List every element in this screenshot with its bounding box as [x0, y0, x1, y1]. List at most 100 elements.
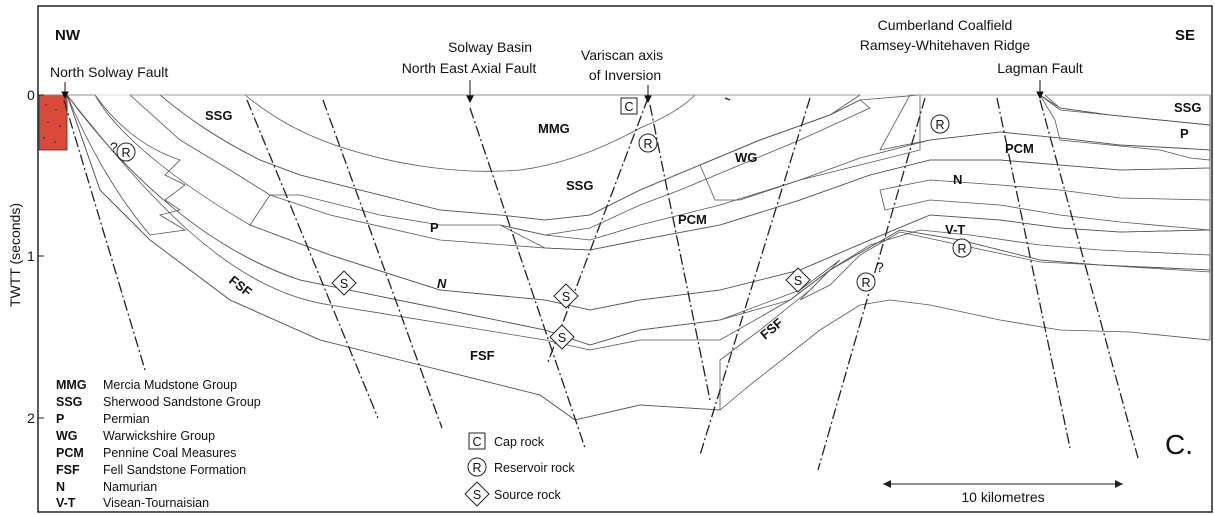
- unit-pcm-center: PCM: [678, 212, 707, 227]
- label-north-solway-fault: North Solway Fault: [50, 64, 168, 80]
- legend-name-wg: Warwickshire Group: [103, 429, 215, 443]
- unit-mmg: MMG: [538, 121, 570, 136]
- fault-variscan-east: [649, 104, 711, 401]
- key-reservoir-label: Reservoir rock: [494, 461, 575, 475]
- fault-3: [699, 97, 811, 456]
- legend-name-p: Permian: [103, 412, 150, 426]
- legend-name-pcm: Pennine Coal Measures: [103, 446, 236, 460]
- scale-bar: 10 kilometres: [883, 480, 1123, 505]
- layer-ssg: [158, 94, 862, 221]
- legend-abbr-p: P: [56, 412, 64, 426]
- reservoir-symbol-se-fsf: R: [856, 272, 876, 292]
- unit-pcm-ridge: PCM: [1005, 141, 1034, 156]
- y-tick-label-1: 1: [27, 248, 35, 264]
- legend-abbr-ssg: SSG: [56, 395, 82, 409]
- key-source-label: Source rock: [494, 488, 561, 502]
- svg-text:R: R: [643, 137, 652, 151]
- unit-ssg-center: SSG: [566, 178, 593, 193]
- layer-namurian-dark: [879, 179, 1211, 231]
- svg-text:R: R: [957, 242, 966, 256]
- unit-fsf-center: FSF: [470, 348, 495, 363]
- svg-text:C: C: [624, 100, 633, 114]
- label-variscan-axis-2: of Inversion: [589, 67, 661, 83]
- reservoir-symbol-ridge: R: [930, 114, 950, 134]
- key-source-icon: [464, 481, 490, 507]
- svg-text:R: R: [121, 146, 130, 160]
- unit-ssg-nw: SSG: [205, 108, 232, 123]
- label-ramsey-whitehaven-ridge: Ramsey-Whitehaven Ridge: [860, 37, 1031, 53]
- fault-north-east-axial: [469, 107, 586, 449]
- unit-n-center: N: [437, 276, 447, 291]
- reservoir-symbol-nw: R: [116, 142, 136, 162]
- layer-mmg: [243, 94, 696, 172]
- unit-question-nw: ?: [110, 139, 118, 155]
- source-symbol-se: S: [785, 267, 811, 293]
- direction-nw: NW: [55, 27, 81, 44]
- legend-name-vt: Visean-Tournaisian: [103, 496, 209, 510]
- key-source-letter: S: [473, 488, 481, 502]
- svg-text:S: S: [794, 274, 802, 288]
- scale-bar-label: 10 kilometres: [961, 489, 1044, 505]
- y-tick-label-2: 2: [27, 410, 35, 426]
- legend-name-n: Namurian: [103, 480, 157, 494]
- layer-vt-nw-tongue: [66, 94, 187, 236]
- panel-letter: C.: [1165, 429, 1193, 460]
- label-lagman-fault: Lagman Fault: [997, 60, 1083, 76]
- fault-variscan-west: [547, 97, 649, 363]
- legend-abbr-mmg: MMG: [56, 378, 87, 392]
- layer-vt-light: [66, 94, 1211, 346]
- legend-abbr-wg: WG: [56, 429, 78, 443]
- fault-5: [996, 97, 1071, 449]
- label-solway-basin: Solway Basin: [448, 39, 532, 55]
- unit-p-center: P: [430, 220, 439, 235]
- legend-name-ssg: Sherwood Sandstone Group: [103, 395, 261, 409]
- reservoir-symbol-center: R: [638, 133, 658, 153]
- svg-text:S: S: [340, 277, 348, 291]
- y-axis-label: TWTT (seconds): [7, 203, 23, 307]
- symbol-key: C Cap rock R Reservoir rock S Source roc…: [464, 432, 575, 507]
- key-reservoir-icon: [467, 457, 487, 477]
- unit-vt: V-T: [945, 222, 965, 237]
- fault-solway-basin: [724, 97, 731, 101]
- legend-abbr-vt: V-T: [56, 496, 76, 510]
- pointer-lines: [61, 80, 1044, 104]
- legend-abbr-n: N: [56, 480, 65, 494]
- unit-n-ridge: N: [953, 172, 962, 187]
- y-axis: 0 1 2 TWTT (seconds): [7, 87, 44, 426]
- figure-frame: [37, 5, 1213, 513]
- legend: MMG Mercia Mudstone Group SSG Sherwood S…: [56, 378, 261, 510]
- key-cap-letter: C: [472, 435, 481, 449]
- fault-1: [246, 99, 379, 419]
- label-north-east-axial-fault: North East Axial Fault: [402, 60, 537, 76]
- source-symbol-nw: S: [331, 270, 357, 296]
- key-cap-label: Cap rock: [494, 435, 545, 449]
- svg-text:R: R: [861, 276, 870, 290]
- legend-abbr-fsf: FSF: [56, 463, 80, 477]
- basement-dots: [43, 104, 61, 143]
- source-symbol-low: S: [549, 324, 575, 350]
- svg-text:S: S: [562, 290, 570, 304]
- unit-p-se: P: [1180, 126, 1189, 141]
- source-symbol-center: S: [553, 283, 579, 309]
- label-cumberland-coalfield: Cumberland Coalfield: [878, 17, 1013, 33]
- unit-ssg-se: SSG: [1174, 100, 1201, 115]
- label-variscan-axis-1: Variscan axis: [581, 47, 663, 63]
- legend-name-fsf: Fell Sandstone Formation: [103, 463, 246, 477]
- cap-rock-symbol: C: [620, 97, 638, 115]
- legend-name-mmg: Mercia Mudstone Group: [103, 378, 237, 392]
- unit-question-se: ?: [876, 259, 884, 275]
- reservoir-symbol-vt: R: [952, 238, 972, 258]
- direction-se: SE: [1175, 27, 1195, 44]
- svg-text:R: R: [935, 118, 944, 132]
- fault-north-solway: [63, 99, 146, 371]
- unit-wg: WG: [735, 150, 757, 165]
- y-tick-label-0: 0: [27, 87, 35, 103]
- fault-lagman: [1039, 99, 1139, 459]
- legend-abbr-pcm: PCM: [56, 446, 84, 460]
- basement-block: [38, 94, 68, 151]
- key-cap-icon: [468, 432, 486, 450]
- fault-2: [322, 99, 443, 429]
- svg-text:S: S: [558, 331, 566, 345]
- layer-vt-ridge: [799, 229, 1211, 301]
